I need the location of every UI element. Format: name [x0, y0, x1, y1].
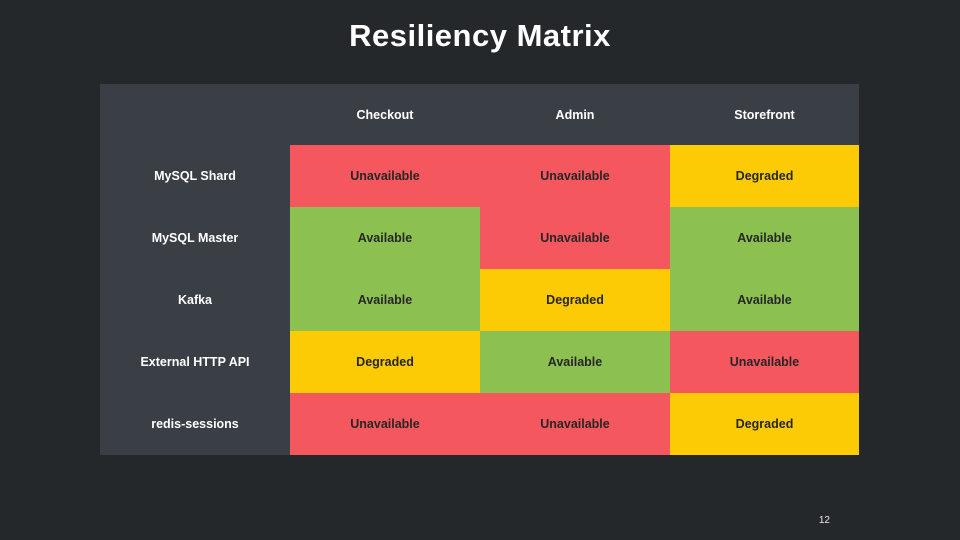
status-cell: Unavailable: [290, 145, 480, 207]
status-cell: Available: [290, 207, 480, 269]
status-cell: Unavailable: [480, 393, 670, 455]
page-number: 12: [818, 515, 830, 526]
status-cell: Available: [290, 269, 480, 331]
row-label-mysql-shard: MySQL Shard: [100, 145, 290, 207]
status-cell: Unavailable: [480, 207, 670, 269]
status-cell: Degraded: [670, 393, 859, 455]
slide-title: Resiliency Matrix: [349, 18, 611, 53]
status-cell: Degraded: [480, 269, 670, 331]
row-label-mysql-master: MySQL Master: [100, 207, 290, 269]
status-cell: Unavailable: [290, 393, 480, 455]
status-cell: Available: [480, 331, 670, 393]
row-label-redis-sessions: redis-sessions: [100, 393, 290, 455]
row-label-kafka: Kafka: [100, 269, 290, 331]
corner-cell: [100, 84, 290, 145]
status-cell: Degraded: [670, 145, 859, 207]
column-header-checkout: Checkout: [290, 84, 480, 145]
status-cell: Unavailable: [480, 145, 670, 207]
column-header-admin: Admin: [480, 84, 670, 145]
resiliency-matrix-table: Checkout Admin Storefront MySQL Shard Un…: [100, 84, 859, 455]
status-cell: Unavailable: [670, 331, 859, 393]
status-cell: Available: [670, 269, 859, 331]
row-label-external-http-api: External HTTP API: [100, 331, 290, 393]
status-cell: Available: [670, 207, 859, 269]
column-header-storefront: Storefront: [670, 84, 859, 145]
status-cell: Degraded: [290, 331, 480, 393]
